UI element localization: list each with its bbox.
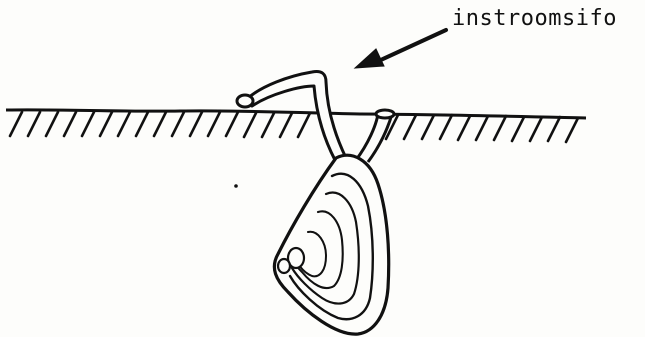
speck: [234, 184, 238, 188]
pointer-arrow: [355, 30, 446, 68]
shell: [274, 155, 388, 334]
siphon-label: instroomsifo: [452, 6, 617, 31]
